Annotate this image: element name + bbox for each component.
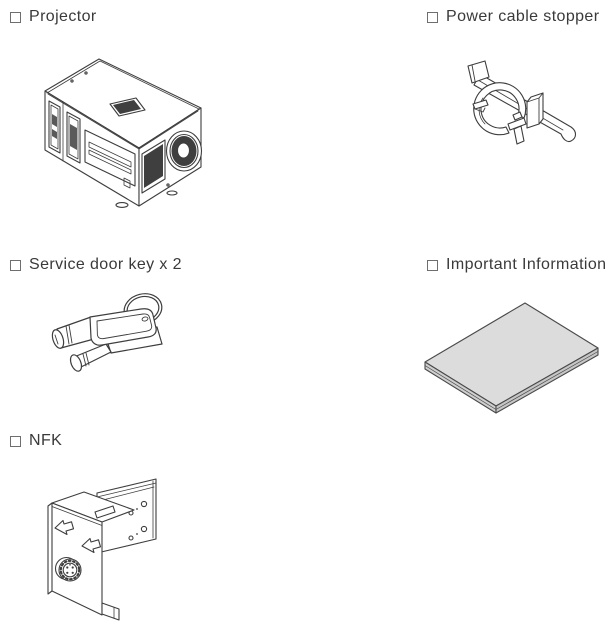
accessory-label-power-cable-stopper: Power cable stopper xyxy=(427,8,599,26)
nfk-arrow-mark xyxy=(54,519,75,536)
nfk-screw-hole xyxy=(140,500,148,508)
power-cable-stopper-illustration xyxy=(467,60,577,145)
checkbox-important-information[interactable] xyxy=(427,260,438,271)
accessory-label-important-information: Important Information xyxy=(427,256,606,274)
checkbox-projector[interactable] xyxy=(10,12,21,23)
checkbox-service-door-key[interactable] xyxy=(10,260,21,271)
checkbox-power-cable-stopper[interactable] xyxy=(427,12,438,23)
accessory-name: Projector xyxy=(29,8,97,25)
service-door-keys-illustration xyxy=(51,293,163,372)
accessory-label-nfk: NFK xyxy=(10,432,62,450)
accessory-name: Important Information xyxy=(446,256,607,273)
important-information-booklet-illustration xyxy=(424,302,599,414)
nfk-arrow-mark xyxy=(81,537,102,554)
nfk-bracket-illustration xyxy=(47,478,157,621)
nfk-front-plate xyxy=(51,502,103,616)
booklet-cover xyxy=(424,302,599,407)
accessory-name: Power cable stopper xyxy=(446,8,600,25)
projector-foot xyxy=(115,202,129,208)
accessory-name: NFK xyxy=(29,432,63,449)
key-head xyxy=(89,308,157,346)
projector-connector-panel xyxy=(48,100,61,154)
accessory-label-service-door-key: Service door key x 2 xyxy=(10,256,182,274)
checkbox-nfk[interactable] xyxy=(10,436,21,447)
projector-illustration xyxy=(44,58,203,208)
accessory-label-projector: Projector xyxy=(10,8,97,26)
accessory-name: Service door key x 2 xyxy=(29,256,182,273)
